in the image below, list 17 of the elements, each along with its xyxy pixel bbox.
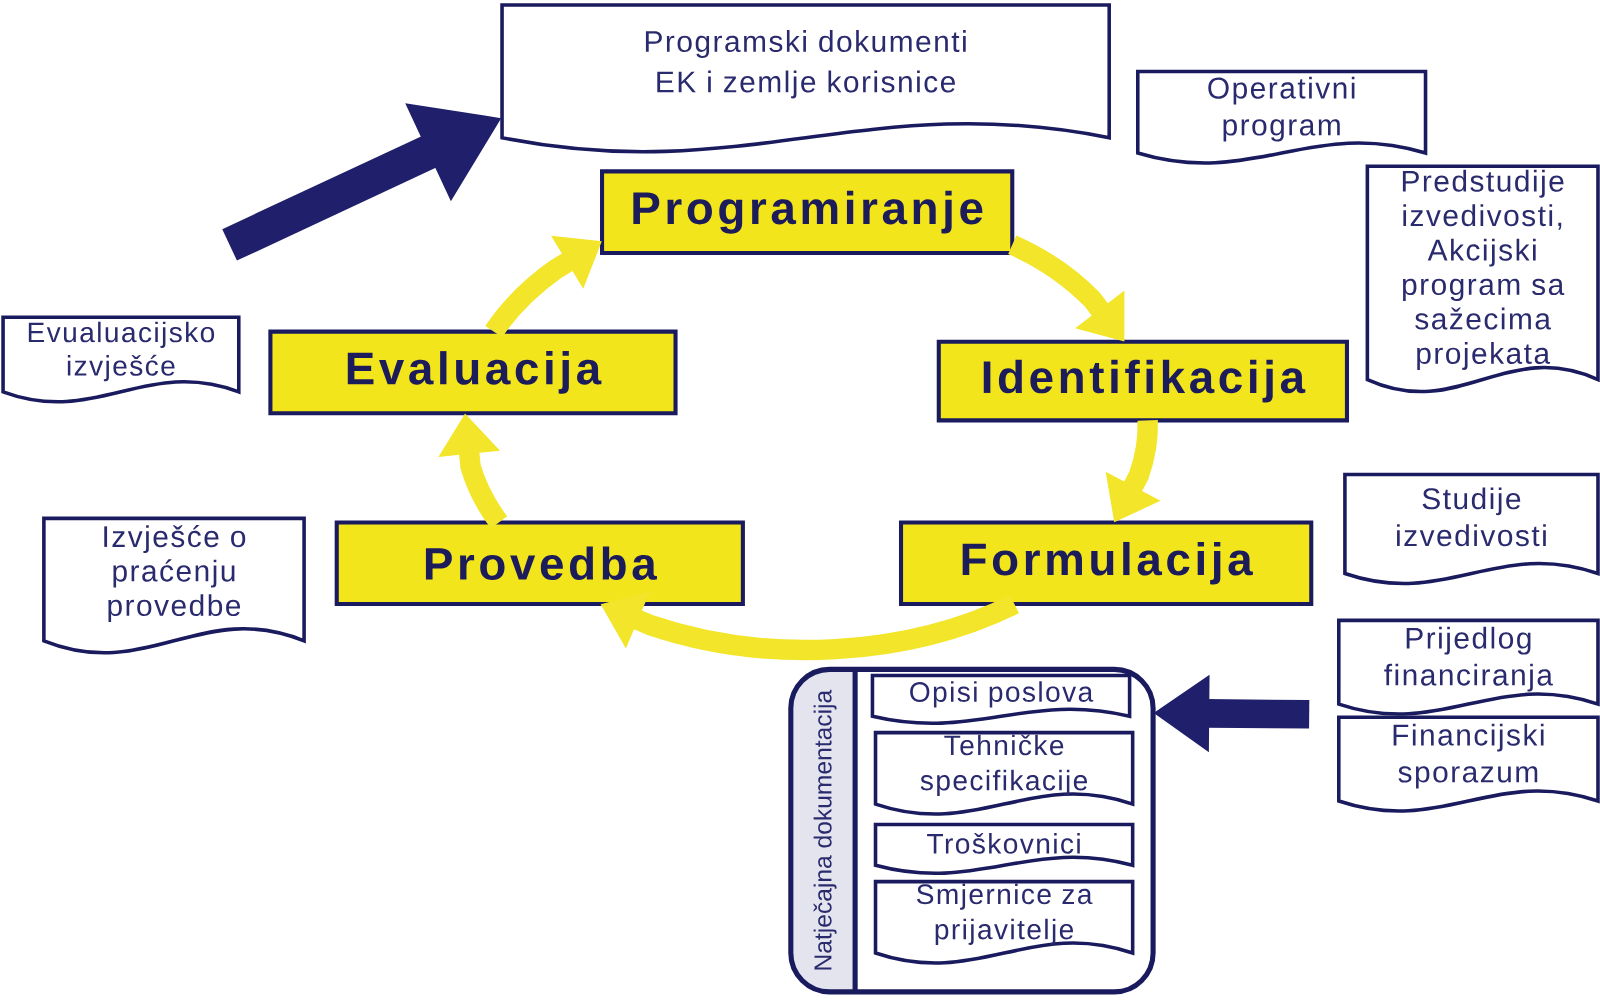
document-box: Predstudije izvedivosti, Akcijski program sa sažecima projekata	[1365, 164, 1600, 394]
document-box: Prijedlog financiranja	[1337, 618, 1600, 716]
document-box: Smjernice za prijavitelje	[873, 879, 1135, 965]
phase-box: Provedba	[334, 520, 745, 607]
document-box: Programski dokumenti EK i zemlje korisnice	[500, 3, 1111, 154]
document-box: Studije izvedivosti	[1343, 472, 1600, 585]
phase-box: Evaluacija	[268, 329, 678, 416]
document-box: Financijski sporazum	[1337, 715, 1600, 813]
phase-box: Identifikacija	[936, 339, 1349, 423]
document-box: Izvješće o praćenju provedbe	[42, 516, 306, 655]
document-box: Opisi poslova	[870, 673, 1132, 725]
document-box: Troškovnici	[873, 822, 1135, 875]
phase-box: Formulacija	[899, 520, 1314, 607]
document-box: Evualuacijsko izvješće	[1, 315, 241, 404]
document-box: Operativni program	[1136, 69, 1428, 165]
phase-box: Programiranje	[600, 169, 1015, 256]
document-box: Tehničke specifikacije	[873, 730, 1135, 816]
